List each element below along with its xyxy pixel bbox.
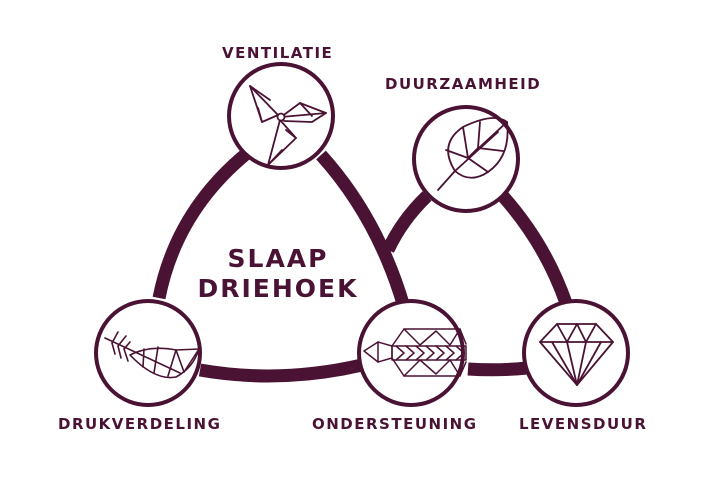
- connector-duurzaamheid-ondersteuning: [382, 191, 432, 253]
- connector-ondersteuning-levensduur: [467, 361, 528, 377]
- label-duurzaamheid: DUURZAAMHEID: [385, 75, 542, 93]
- spring-icon: [363, 328, 467, 377]
- label-levensduur: LEVENSDUUR: [519, 415, 648, 433]
- node-drukverdeling: [94, 299, 202, 407]
- title-line-1: SLAAP: [227, 244, 329, 273]
- diagram-title: SLAAP DRIEHOEK: [178, 244, 378, 304]
- title-line-2: DRIEHOEK: [197, 274, 359, 303]
- leaf-icon: [437, 117, 509, 191]
- connector-drukverdeling-ondersteuning: [198, 358, 364, 383]
- label-ventilatie: VENTILATIE: [222, 44, 334, 62]
- node-duurzaamheid: [412, 105, 520, 213]
- diamond-icon: [539, 323, 614, 386]
- label-ondersteuning: ONDERSTEUNING: [312, 415, 478, 433]
- connector-lines: [152, 148, 573, 383]
- node-ondersteuning: [357, 299, 465, 407]
- connector-ventilatie-drukverdeling: [152, 148, 251, 300]
- connector-ventilatie-ondersteuning: [316, 150, 411, 309]
- label-drukverdeling: DRUKVERDELING: [58, 415, 222, 433]
- node-levensduur: [522, 299, 630, 407]
- feather-icon: [104, 331, 200, 379]
- connector-duurzaamheid-levensduur: [497, 190, 573, 306]
- pinwheel-icon: [249, 85, 327, 166]
